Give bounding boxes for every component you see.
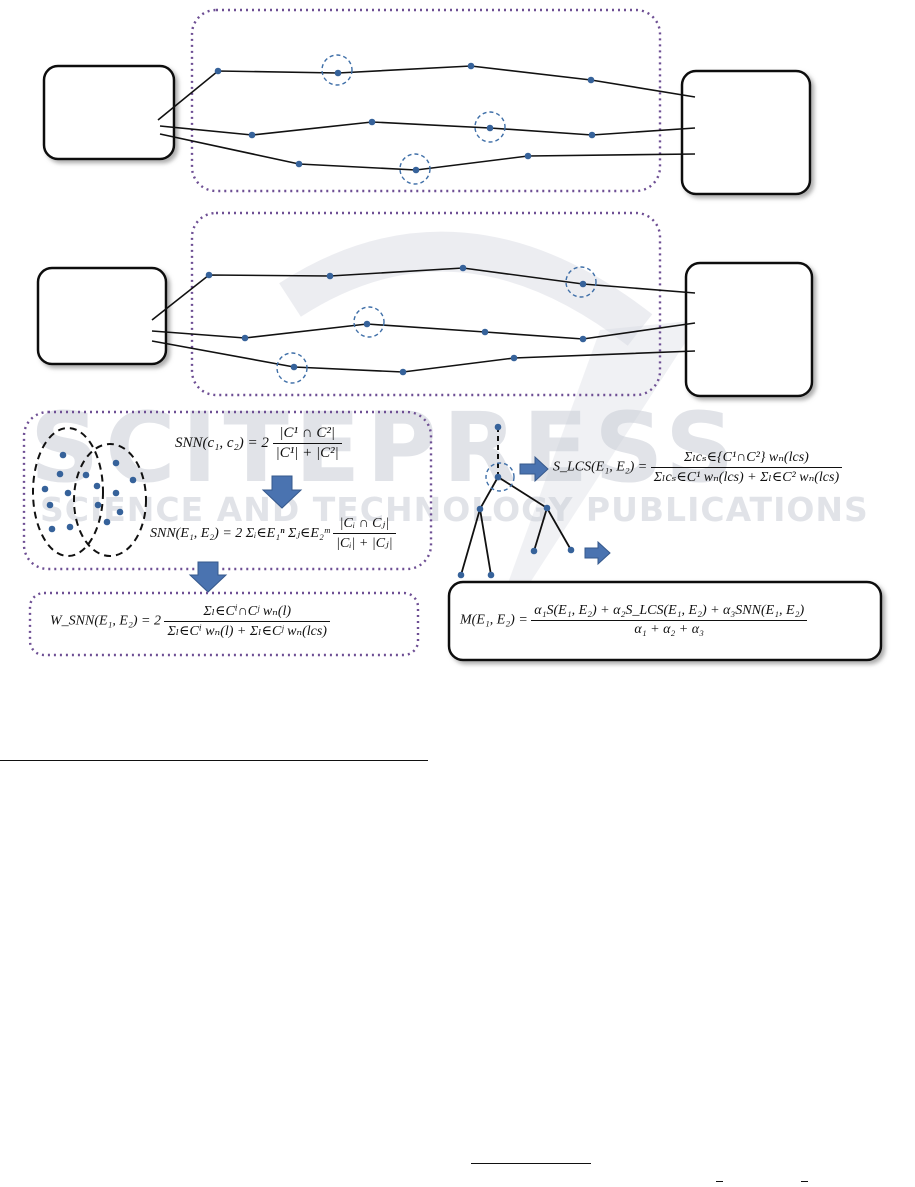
formula-wsnn-num: Σₗ∈Cⁱ∩Cʲ wₙ(l)	[164, 603, 330, 622]
middle-highlight-circles	[276, 266, 597, 384]
middle-path-container	[190, 211, 662, 397]
cluster-ellipse-left	[32, 427, 104, 557]
footnote-mark-2	[801, 1181, 808, 1182]
snn-container	[22, 410, 433, 571]
footnote-mark-1	[716, 1181, 723, 1182]
middle-paths	[151, 267, 696, 373]
top-right-entity-box	[680, 69, 812, 196]
formula-wsnn-den: Σₗ∈Cⁱ wₙ(l) + Σₗ∈Cʲ wₙ(lcs)	[167, 624, 327, 639]
formula-slcs-num: Σₗcₛ∈{C¹∩C²} wₙ(lcs)	[650, 449, 843, 468]
middle-right-entity-box	[684, 261, 814, 398]
formula-combined: M(E₁, E₂) = α₁S(E₁, E₂) + α₂S_LCS(E₁, E₂…	[460, 603, 808, 638]
cluster-ellipse-right	[73, 443, 147, 557]
formula-snn-entities-num: |Cᵢ ∩ Cⱼ|	[333, 515, 396, 534]
formula-snn-clusters: SNN(c₁, c₂) = 2 |C¹ ∩ C²| |C¹| + |C²|	[175, 425, 342, 462]
formula-slcs: S_LCS(E₁, E₂) = Σₗcₛ∈{C¹∩C²} wₙ(lcs) Σₗc…	[553, 449, 843, 486]
top-paths	[157, 65, 696, 171]
formula-snn-clusters-lhs: SNN(c₁, c₂) = 2	[175, 435, 269, 451]
footnote-rule-left	[0, 760, 428, 761]
formula-slcs-den: Σₗcₛ∈C¹ wₙ(lcs) + Σₗ∈C² wₙ(lcs)	[653, 470, 840, 485]
formula-snn-clusters-num: |C¹ ∩ C²|	[272, 425, 342, 444]
right-arrow-slcs	[519, 455, 549, 483]
footnote-rule-bottom	[471, 1163, 591, 1164]
lcs-tree	[457, 423, 611, 579]
cluster-points	[41, 451, 137, 533]
middle-nodes	[205, 264, 587, 376]
right-arrow-combined	[584, 540, 611, 566]
formula-snn-entities-den: |Cᵢ| + |Cⱼ|	[336, 536, 393, 551]
watermark-title: SCITEPRESS	[30, 392, 741, 504]
formula-wsnn: W_SNN(E₁, E₂) = 2 Σₗ∈Cⁱ∩Cʲ wₙ(l) Σₗ∈Cⁱ w…	[50, 603, 330, 640]
down-arrow-snn	[261, 475, 303, 509]
top-left-entity-box	[42, 64, 176, 161]
top-panel	[42, 8, 812, 196]
formula-slcs-lhs: S_LCS(E₁, E₂) =	[553, 459, 648, 475]
formula-wsnn-lhs: W_SNN(E₁, E₂) = 2	[50, 613, 161, 629]
down-arrow-wsnn	[188, 561, 228, 593]
formula-combined-den: α₁ + α₂ + α₃	[634, 622, 704, 637]
middle-left-entity-box	[36, 266, 168, 366]
watermark-subtitle: SCIENCE AND TECHNOLOGY PUBLICATIONS	[40, 490, 869, 529]
middle-panel	[36, 211, 814, 398]
formula-combined-lhs: M(E₁, E₂) =	[460, 612, 528, 628]
top-highlight-circles	[321, 54, 506, 185]
formula-combined-num: α₁S(E₁, E₂) + α₂S_LCS(E₁, E₂) + α₃SNN(E₁…	[531, 603, 808, 621]
formula-snn-entities: SNN(E₁, E₂) = 2 Σᵢ∈E₁ⁿ Σⱼ∈E₂ᵐ |Cᵢ ∩ Cⱼ| …	[150, 515, 396, 552]
combined-formula-box	[447, 580, 883, 662]
wsnn-container	[28, 591, 420, 657]
formula-snn-clusters-den: |C¹| + |C²|	[275, 445, 339, 461]
top-path-container	[190, 8, 662, 193]
snn-panel	[22, 410, 433, 571]
formula-snn-entities-lhs: SNN(E₁, E₂) = 2 Σᵢ∈E₁ⁿ Σⱼ∈E₂ᵐ	[150, 526, 330, 541]
top-nodes	[214, 62, 596, 174]
